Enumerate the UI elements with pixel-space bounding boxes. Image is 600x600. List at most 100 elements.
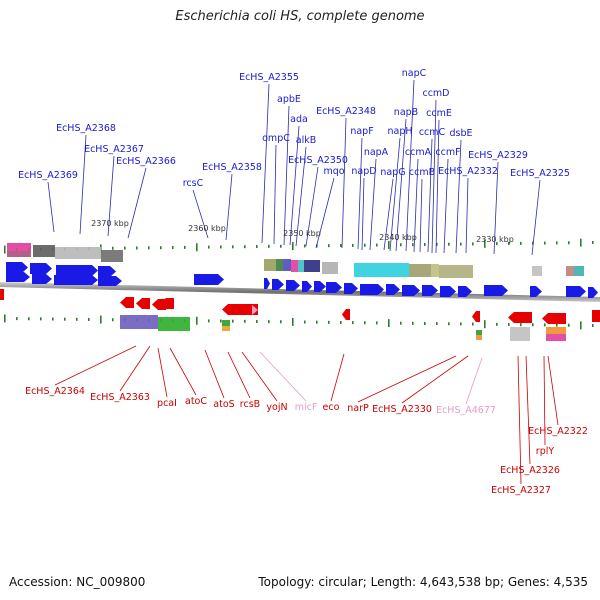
forward-gene <box>422 285 438 296</box>
blast-feature-box <box>546 334 566 341</box>
reverse-gene <box>160 298 174 309</box>
tick-mark-outer <box>592 240 594 244</box>
reverse-gene-label: eco <box>323 402 340 413</box>
tick-mark-outer <box>124 246 126 250</box>
tick-mark-outer <box>280 244 282 248</box>
reverse-gene-label: EcHS_A2330 <box>372 404 432 415</box>
label-connector <box>357 355 457 403</box>
blast-feature-box <box>476 330 482 335</box>
label-connector <box>357 137 363 250</box>
forward-gene-label: mqo <box>323 166 344 177</box>
reverse-gene <box>120 297 134 308</box>
reverse-gene-label: narP <box>347 403 369 414</box>
blast-feature-box <box>276 259 283 271</box>
label-connector <box>493 161 499 255</box>
label-connector <box>531 179 541 256</box>
blast-feature-box <box>55 247 101 259</box>
tick-mark-outer <box>160 246 162 250</box>
tick-mark-outer <box>580 238 582 247</box>
reverse-gene-label: atoC <box>185 396 207 407</box>
reverse-gene <box>342 309 350 320</box>
forward-gene-label: napB <box>394 107 418 118</box>
blast-feature-box <box>101 250 123 262</box>
scale-label: 2360 kbp <box>188 224 226 233</box>
forward-gene <box>264 278 270 289</box>
forward-gene <box>272 279 284 290</box>
label-connector <box>395 118 407 252</box>
label-connector <box>54 345 137 386</box>
tick-mark-outer <box>184 245 186 249</box>
tick-mark-inner <box>88 317 90 321</box>
tick-mark-inner <box>436 322 438 326</box>
label-connector <box>517 355 522 485</box>
tick-mark-outer <box>364 243 366 247</box>
forward-gene-label: rcsC <box>183 178 204 189</box>
reverse-gene-label: EcHS_A2326 <box>500 465 560 476</box>
forward-gene <box>98 266 116 277</box>
map-title: Escherichia coli HS, complete genome <box>175 9 425 24</box>
tick-mark-inner <box>388 319 390 328</box>
tick-mark-inner <box>64 317 66 321</box>
tick-mark-inner <box>460 322 462 326</box>
tick-mark-outer <box>112 246 114 250</box>
tick-mark-outer <box>532 241 534 245</box>
forward-gene-label: napC <box>402 68 427 79</box>
tick-mark-outer <box>244 245 246 249</box>
tick-mark-outer <box>136 246 138 250</box>
reverse-gene <box>508 312 532 323</box>
tick-mark-inner <box>508 322 510 326</box>
forward-gene-label: ccmC <box>419 127 446 138</box>
blast-feature-box <box>7 251 31 257</box>
scale-label: 2370 kbp <box>91 219 129 228</box>
tick-mark-outer <box>220 245 222 249</box>
tick-mark-outer <box>304 244 306 248</box>
reverse-gene-label: EcHS_A2327 <box>491 485 551 496</box>
forward-gene-label: EcHS_A2325 <box>510 168 570 179</box>
tick-mark-outer <box>232 245 234 249</box>
tick-mark-outer <box>352 243 354 247</box>
tick-mark-inner <box>340 320 342 324</box>
blast-feature-box <box>7 243 31 251</box>
reverse-gene-label: pcaI <box>157 398 177 409</box>
forward-gene <box>344 283 358 294</box>
blast-feature-box <box>222 320 230 326</box>
forward-gene-label: ada <box>290 114 308 125</box>
label-connector <box>157 347 168 398</box>
accession-text: Accession: NC_009800 <box>9 575 146 589</box>
forward-gene-label: ccmE <box>426 108 452 119</box>
label-connector <box>273 144 277 245</box>
tick-mark-inner <box>304 320 306 324</box>
tick-mark-inner <box>220 319 222 323</box>
label-connector <box>341 117 347 249</box>
tick-mark-inner <box>196 316 198 325</box>
tick-mark-inner <box>532 323 534 327</box>
tick-mark-outer <box>4 245 6 254</box>
label-connector <box>383 178 394 251</box>
forward-gene-label: ccmB <box>409 167 435 178</box>
blast-feature-box <box>33 245 55 257</box>
tick-mark-inner <box>568 323 570 327</box>
forward-gene <box>440 286 456 297</box>
tick-mark-outer <box>208 245 210 249</box>
label-connector <box>305 166 319 247</box>
label-connector <box>431 99 437 254</box>
forward-gene <box>386 284 400 295</box>
forward-gene <box>458 286 472 297</box>
forward-gene-label: napG <box>380 167 405 178</box>
tick-mark-inner <box>520 323 522 327</box>
tick-mark-inner <box>52 317 54 321</box>
blast-feature-box <box>222 326 230 331</box>
tick-mark-outer <box>292 242 294 251</box>
blast-feature-box <box>431 264 439 277</box>
forward-gene-label: EcHS_A2329 <box>468 150 528 161</box>
label-connector <box>389 137 401 252</box>
blast-feature-box <box>304 260 320 272</box>
tick-mark-inner <box>256 319 258 323</box>
reverse-gene-label: EcHS_A2363 <box>90 392 150 403</box>
tick-mark-inner <box>400 321 402 325</box>
forward-gene-label: napD <box>351 166 376 177</box>
tick-mark-outer <box>568 241 570 245</box>
tick-mark-inner <box>352 321 354 325</box>
tick-mark-inner <box>472 322 474 326</box>
